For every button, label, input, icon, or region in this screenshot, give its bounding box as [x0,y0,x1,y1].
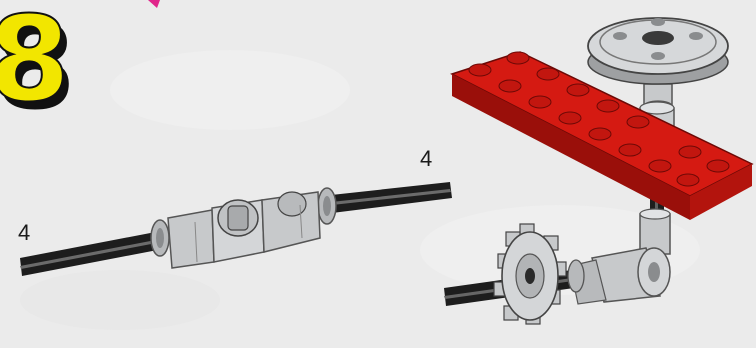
universal-joint [168,192,320,268]
step-number-label: 8 [0,0,70,128]
axle-right [322,182,452,214]
bushing-left [151,220,169,256]
pulley-wheel [588,18,728,84]
arrow-fragment-icon [148,0,160,8]
axle-connector-lower [640,209,670,254]
axle-left-quantity: 4 [18,220,30,245]
bushing-right [318,188,336,224]
axle-universal-joint-assembly: 4 4 [18,146,452,276]
axle-left [20,230,168,276]
step-number: 8 8 [0,0,76,136]
bushing-lower [568,260,584,292]
axle-right-quantity: 4 [420,146,432,171]
